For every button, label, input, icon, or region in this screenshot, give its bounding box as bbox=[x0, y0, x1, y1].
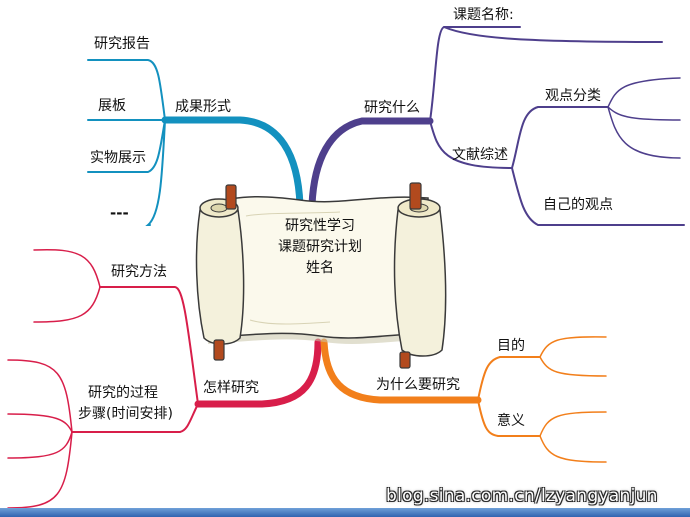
node-research-report: 研究报告 bbox=[94, 36, 150, 52]
branch-why-lines bbox=[320, 336, 607, 463]
branch-label-why: 为什么要研究 bbox=[376, 377, 460, 393]
branch-how-lines bbox=[7, 248, 322, 509]
node-literature-review: 文献综述 bbox=[452, 147, 508, 163]
center-title-line3: 姓名 bbox=[306, 260, 334, 276]
bottom-bar bbox=[0, 508, 690, 517]
branch-what-lines bbox=[308, 26, 685, 226]
node-research-method: 研究方法 bbox=[111, 264, 167, 280]
node-research-process-line1: 研究的过程 bbox=[88, 385, 158, 401]
branch-results-lines bbox=[87, 59, 304, 226]
center-title-line1: 研究性学习 bbox=[285, 218, 355, 234]
center-title: 研究性学习 课题研究计划 姓名 bbox=[268, 216, 372, 279]
branch-label-what: 研究什么 bbox=[364, 100, 420, 116]
node-display-board: 展板 bbox=[98, 98, 126, 114]
node-meaning: 意义 bbox=[497, 413, 525, 429]
branch-label-how: 怎样研究 bbox=[203, 380, 259, 396]
scroll-illustration bbox=[195, 182, 447, 369]
center-title-line2: 课题研究计划 bbox=[278, 239, 362, 255]
node-physical-exhibit: 实物展示 bbox=[90, 150, 146, 166]
node-own-viewpoint: 自己的观点 bbox=[543, 197, 613, 213]
node-purpose: 目的 bbox=[497, 338, 525, 354]
watermark-text: blog.sina.com.cn/lzyangyanjun bbox=[386, 486, 658, 506]
branch-label-results: 成果形式 bbox=[175, 99, 231, 115]
node-more-placeholder: --- bbox=[110, 204, 129, 222]
node-viewpoint-classify: 观点分类 bbox=[545, 88, 601, 104]
node-research-process-line2: 步骤(时间安排) bbox=[78, 406, 173, 422]
node-topic-name: 课题名称: bbox=[453, 7, 514, 23]
